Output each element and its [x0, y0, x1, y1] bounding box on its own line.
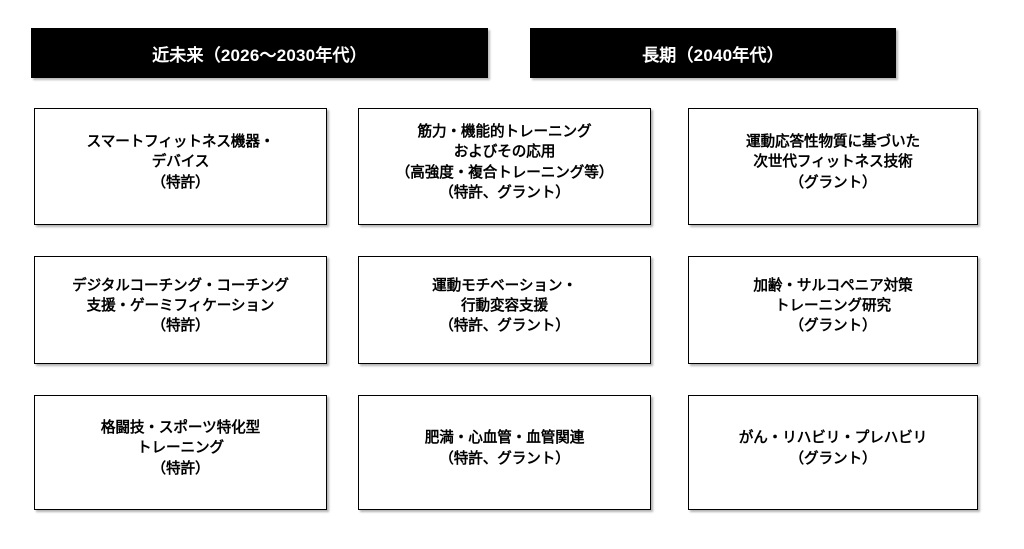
- card-combat-sports-training[interactable]: 格闘技・スポーツ特化型 トレーニング （特許）: [34, 395, 327, 510]
- card-smart-fitness-devices-text: スマートフィットネス機器・ デバイス （特許）: [86, 134, 275, 191]
- card-obesity-cardiovascular-text: 肥満・心血管・血管関連 （特許、グラント）: [424, 430, 585, 467]
- card-exercise-motivation[interactable]: 運動モチベーション・ 行動変容支援 （特許、グラント）: [358, 256, 651, 364]
- card-smart-fitness-devices[interactable]: スマートフィットネス機器・ デバイス （特許）: [34, 108, 327, 225]
- card-combat-sports-training-text: 格闘技・スポーツ特化型 トレーニング （特許）: [100, 420, 261, 477]
- card-digital-coaching-text: デジタルコーチング・コーチング 支援・ゲーミフィケーション （特許）: [72, 277, 289, 335]
- header-long-term: 長期（2040年代）: [530, 28, 896, 78]
- card-exercise-motivation-text: 運動モチベーション・ 行動変容支援 （特許、グラント）: [432, 277, 577, 335]
- header-near-future-label: 近未来（2026～2030年代）: [152, 45, 367, 65]
- card-aging-sarcopenia[interactable]: 加齢・サルコペニア対策 トレーニング研究 （グラント）: [688, 256, 978, 364]
- card-exerkine-next-gen-fitness[interactable]: 運動応答性物質に基づいた 次世代フィットネス技術 （グラント）: [688, 108, 978, 225]
- card-strength-functional-training-text: 筋力・機能的トレーニング およびその応用 （高強度・複合トレーニング等） （特許…: [395, 124, 614, 201]
- header-long-term-label: 長期（2040年代）: [642, 45, 784, 65]
- header-near-future: 近未来（2026～2030年代）: [31, 28, 488, 78]
- card-aging-sarcopenia-text: 加齢・サルコペニア対策 トレーニング研究 （グラント）: [753, 277, 913, 335]
- card-cancer-rehab-prehab-text: がん・リハビリ・プレハビリ （グラント）: [738, 430, 928, 467]
- card-cancer-rehab-prehab[interactable]: がん・リハビリ・プレハビリ （グラント）: [688, 395, 978, 510]
- card-exerkine-next-gen-fitness-text: 運動応答性物質に基づいた 次世代フィットネス技術 （グラント）: [746, 134, 920, 191]
- card-strength-functional-training[interactable]: 筋力・機能的トレーニング およびその応用 （高強度・複合トレーニング等） （特許…: [358, 108, 651, 225]
- card-digital-coaching[interactable]: デジタルコーチング・コーチング 支援・ゲーミフィケーション （特許）: [34, 256, 327, 364]
- card-obesity-cardiovascular[interactable]: 肥満・心血管・血管関連 （特許、グラント）: [358, 395, 651, 510]
